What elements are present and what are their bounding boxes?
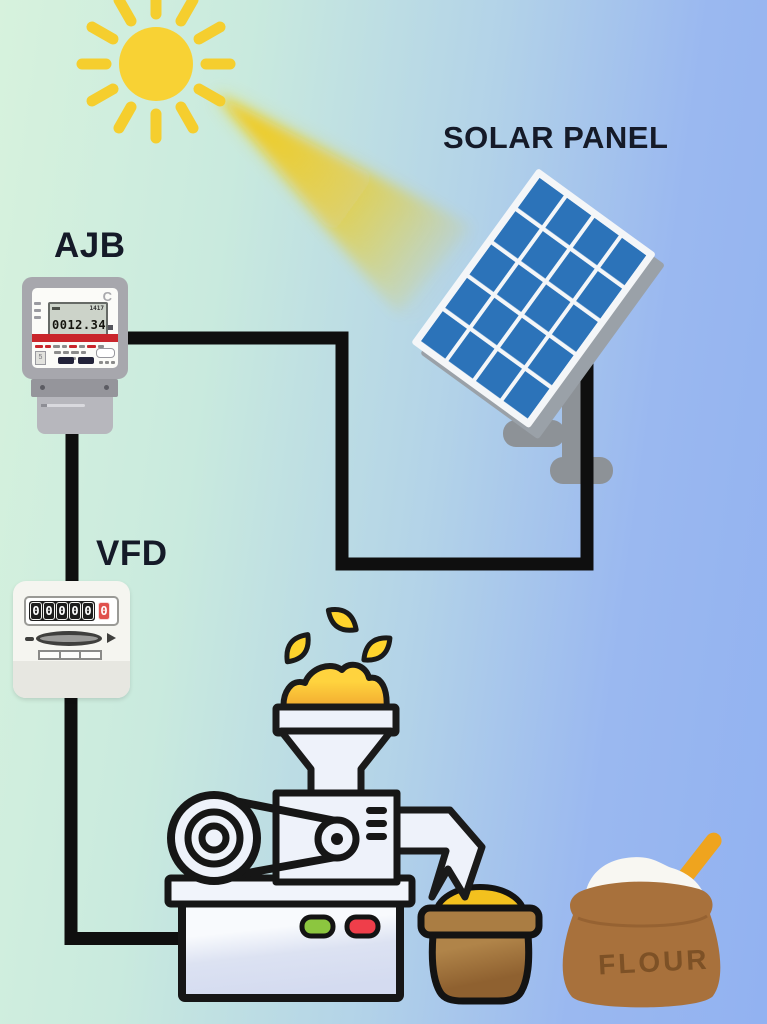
flour-pot (417, 884, 543, 1005)
falling-grains (284, 607, 393, 665)
hopper-funnel (277, 727, 395, 797)
outlet-chute (390, 806, 486, 901)
vfd-register: 0 0 0 0 0 0 (24, 596, 119, 626)
ajb-meter: C 1417 0012.34 5 (22, 277, 128, 434)
spinning-disc (36, 631, 102, 646)
brand-logo: C (102, 289, 112, 304)
vfd-digit: 0 (56, 602, 68, 620)
screw-icon (40, 385, 45, 390)
vfd-digit: 0 (69, 602, 81, 620)
disc-arrow-icon (107, 633, 116, 643)
flour-sack: FLOUR (562, 832, 722, 1008)
vfd-nameplate-bar (38, 650, 102, 660)
lcd-status-icon (52, 307, 60, 310)
meter-seal-icon: 5 (35, 351, 46, 365)
stop-button (344, 914, 381, 939)
label-ajb: AJB (54, 226, 126, 265)
sack-fold (577, 914, 708, 928)
label-solar-panel: SOLAR PANEL (443, 120, 669, 155)
meter-button-left (58, 357, 74, 364)
meter-fine-print (99, 361, 115, 364)
vfd-footer (13, 661, 130, 698)
meter-fine-print (54, 351, 86, 354)
vfd-digit: 0 (43, 602, 55, 620)
ajb-meter-face: C 1417 0012.34 5 (32, 288, 118, 368)
sack-body (562, 881, 721, 1008)
grinder-vents (366, 807, 387, 840)
label-vfd: VFD (96, 534, 168, 573)
scoop-icon (678, 832, 722, 884)
lcd-corner-reading: 1417 (89, 305, 104, 312)
lcd-reading: 0012.34 (52, 318, 107, 332)
solar-panel (412, 169, 664, 439)
wiring (64, 330, 594, 945)
pot-body (428, 931, 533, 1005)
grain-seed-icon (284, 632, 311, 665)
small-pulley (314, 816, 360, 862)
pot-rim (417, 904, 543, 939)
kwh-indicator-icon (108, 325, 113, 330)
meter-button-right (78, 357, 94, 364)
meter-red-stripe (32, 334, 118, 342)
vfd-digit-strip: 0 0 0 0 0 (29, 601, 95, 621)
sun-icon (76, 0, 236, 144)
start-button (299, 914, 336, 939)
sack-label: FLOUR (597, 944, 710, 981)
meter-reset-button (96, 348, 115, 358)
disc-marker-left (25, 637, 34, 641)
meter-lower-plate (37, 397, 113, 434)
screw-icon (104, 385, 109, 390)
grain-seed-icon (361, 635, 393, 663)
panel-cells (420, 177, 647, 419)
pulley-wheel (167, 791, 261, 885)
grain-seed-icon (325, 607, 359, 633)
flour-mill (164, 607, 543, 1005)
sun-beam (214, 92, 525, 345)
vfd-red-digit: 0 (98, 602, 110, 620)
vfd-digit: 0 (30, 602, 42, 620)
wire-ajb-to-panel (125, 330, 594, 571)
vfd-digit: 0 (82, 602, 94, 620)
wire-vfd-to-mill (64, 686, 190, 945)
grain-in-hopper (280, 661, 390, 716)
ajb-side-markings (34, 302, 41, 319)
lcd-display: 1417 0012.34 (48, 302, 108, 336)
vfd-meter: 0 0 0 0 0 0 (13, 581, 130, 698)
meter-fine-print (35, 345, 104, 348)
plate-slot (41, 404, 85, 407)
meter-terminal-cover (31, 379, 118, 397)
